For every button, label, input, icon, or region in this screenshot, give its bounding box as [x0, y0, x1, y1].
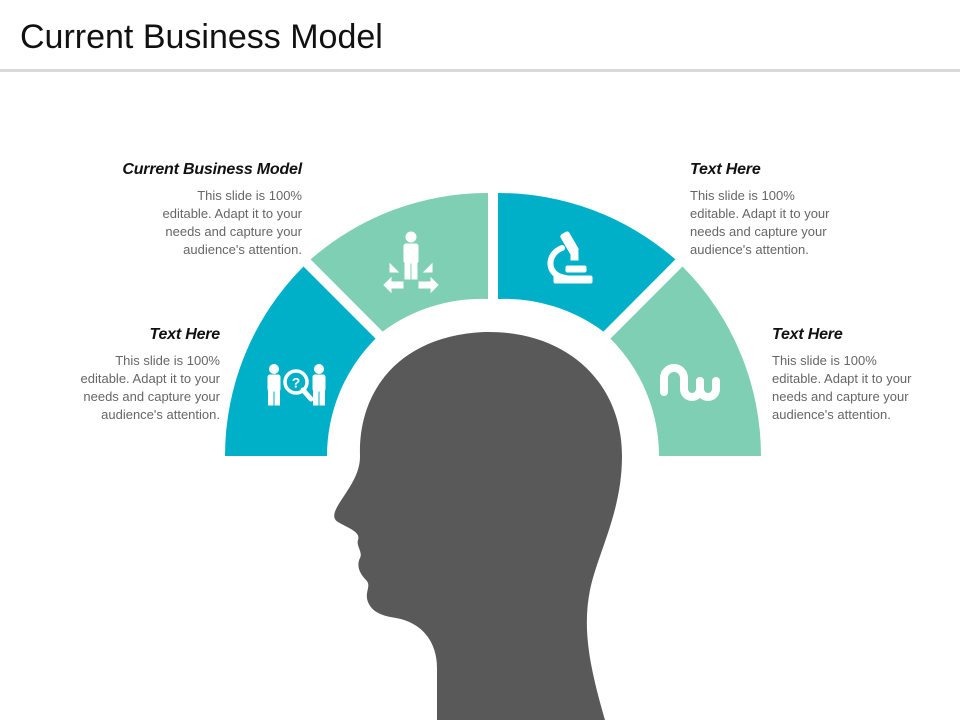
- callout-body: This slide is 100% editable. Adapt it to…: [690, 187, 910, 259]
- callout-line: audience's attention.: [183, 242, 302, 257]
- title-divider: [0, 69, 960, 72]
- microscope-icon: [547, 231, 593, 284]
- callout-right: Text Here This slide is 100% editable. A…: [772, 326, 952, 424]
- ring-segment-upper-right: [498, 192, 676, 332]
- callout-line: needs and capture your: [83, 389, 220, 404]
- svg-text:?: ?: [292, 375, 301, 391]
- callout-body: This slide is 100% editable. Adapt it to…: [0, 352, 220, 424]
- callout-heading: Text Here: [690, 161, 761, 178]
- slide-title: Current Business Model: [20, 18, 383, 56]
- callout-line: editable. Adapt it to your: [162, 206, 302, 221]
- callout-line: audience's attention.: [772, 407, 891, 422]
- ring-segment-upper-left: [310, 192, 488, 332]
- callout-left: Text Here This slide is 100% editable. A…: [0, 326, 221, 424]
- callout-line: editable. Adapt it to your: [80, 371, 220, 386]
- callout-line: This slide is 100%: [772, 353, 877, 368]
- callout-heading: Current Business Model: [122, 161, 302, 178]
- callout-line: needs and capture your: [690, 224, 827, 239]
- callout-line: editable. Adapt it to your: [772, 371, 912, 386]
- ring-segment-left: [225, 266, 376, 456]
- stumbleupon-icon: [660, 364, 720, 401]
- callout-line: This slide is 100%: [690, 188, 795, 203]
- callout-upper-left: Current Business Model This slide is 100…: [82, 161, 302, 259]
- people-question-icon: ?: [267, 364, 326, 406]
- callout-heading: Text Here: [149, 326, 220, 343]
- ring-segment-right: [610, 266, 761, 456]
- callout-line: This slide is 100%: [115, 353, 220, 368]
- callout-body: This slide is 100% editable. Adapt it to…: [82, 187, 302, 259]
- callout-body: This slide is 100% editable. Adapt it to…: [772, 352, 952, 424]
- callout-line: needs and capture your: [165, 224, 302, 239]
- person-arrows-icon: [383, 231, 439, 294]
- callout-line: editable. Adapt it to your: [690, 206, 830, 221]
- callout-heading: Text Here: [772, 326, 843, 343]
- callout-line: needs and capture your: [772, 389, 909, 404]
- callout-line: audience's attention.: [101, 407, 220, 422]
- callout-line: audience's attention.: [690, 242, 809, 257]
- head-silhouette: [334, 331, 622, 720]
- callout-line: This slide is 100%: [197, 188, 302, 203]
- callout-upper-right: Text Here This slide is 100% editable. A…: [690, 161, 910, 259]
